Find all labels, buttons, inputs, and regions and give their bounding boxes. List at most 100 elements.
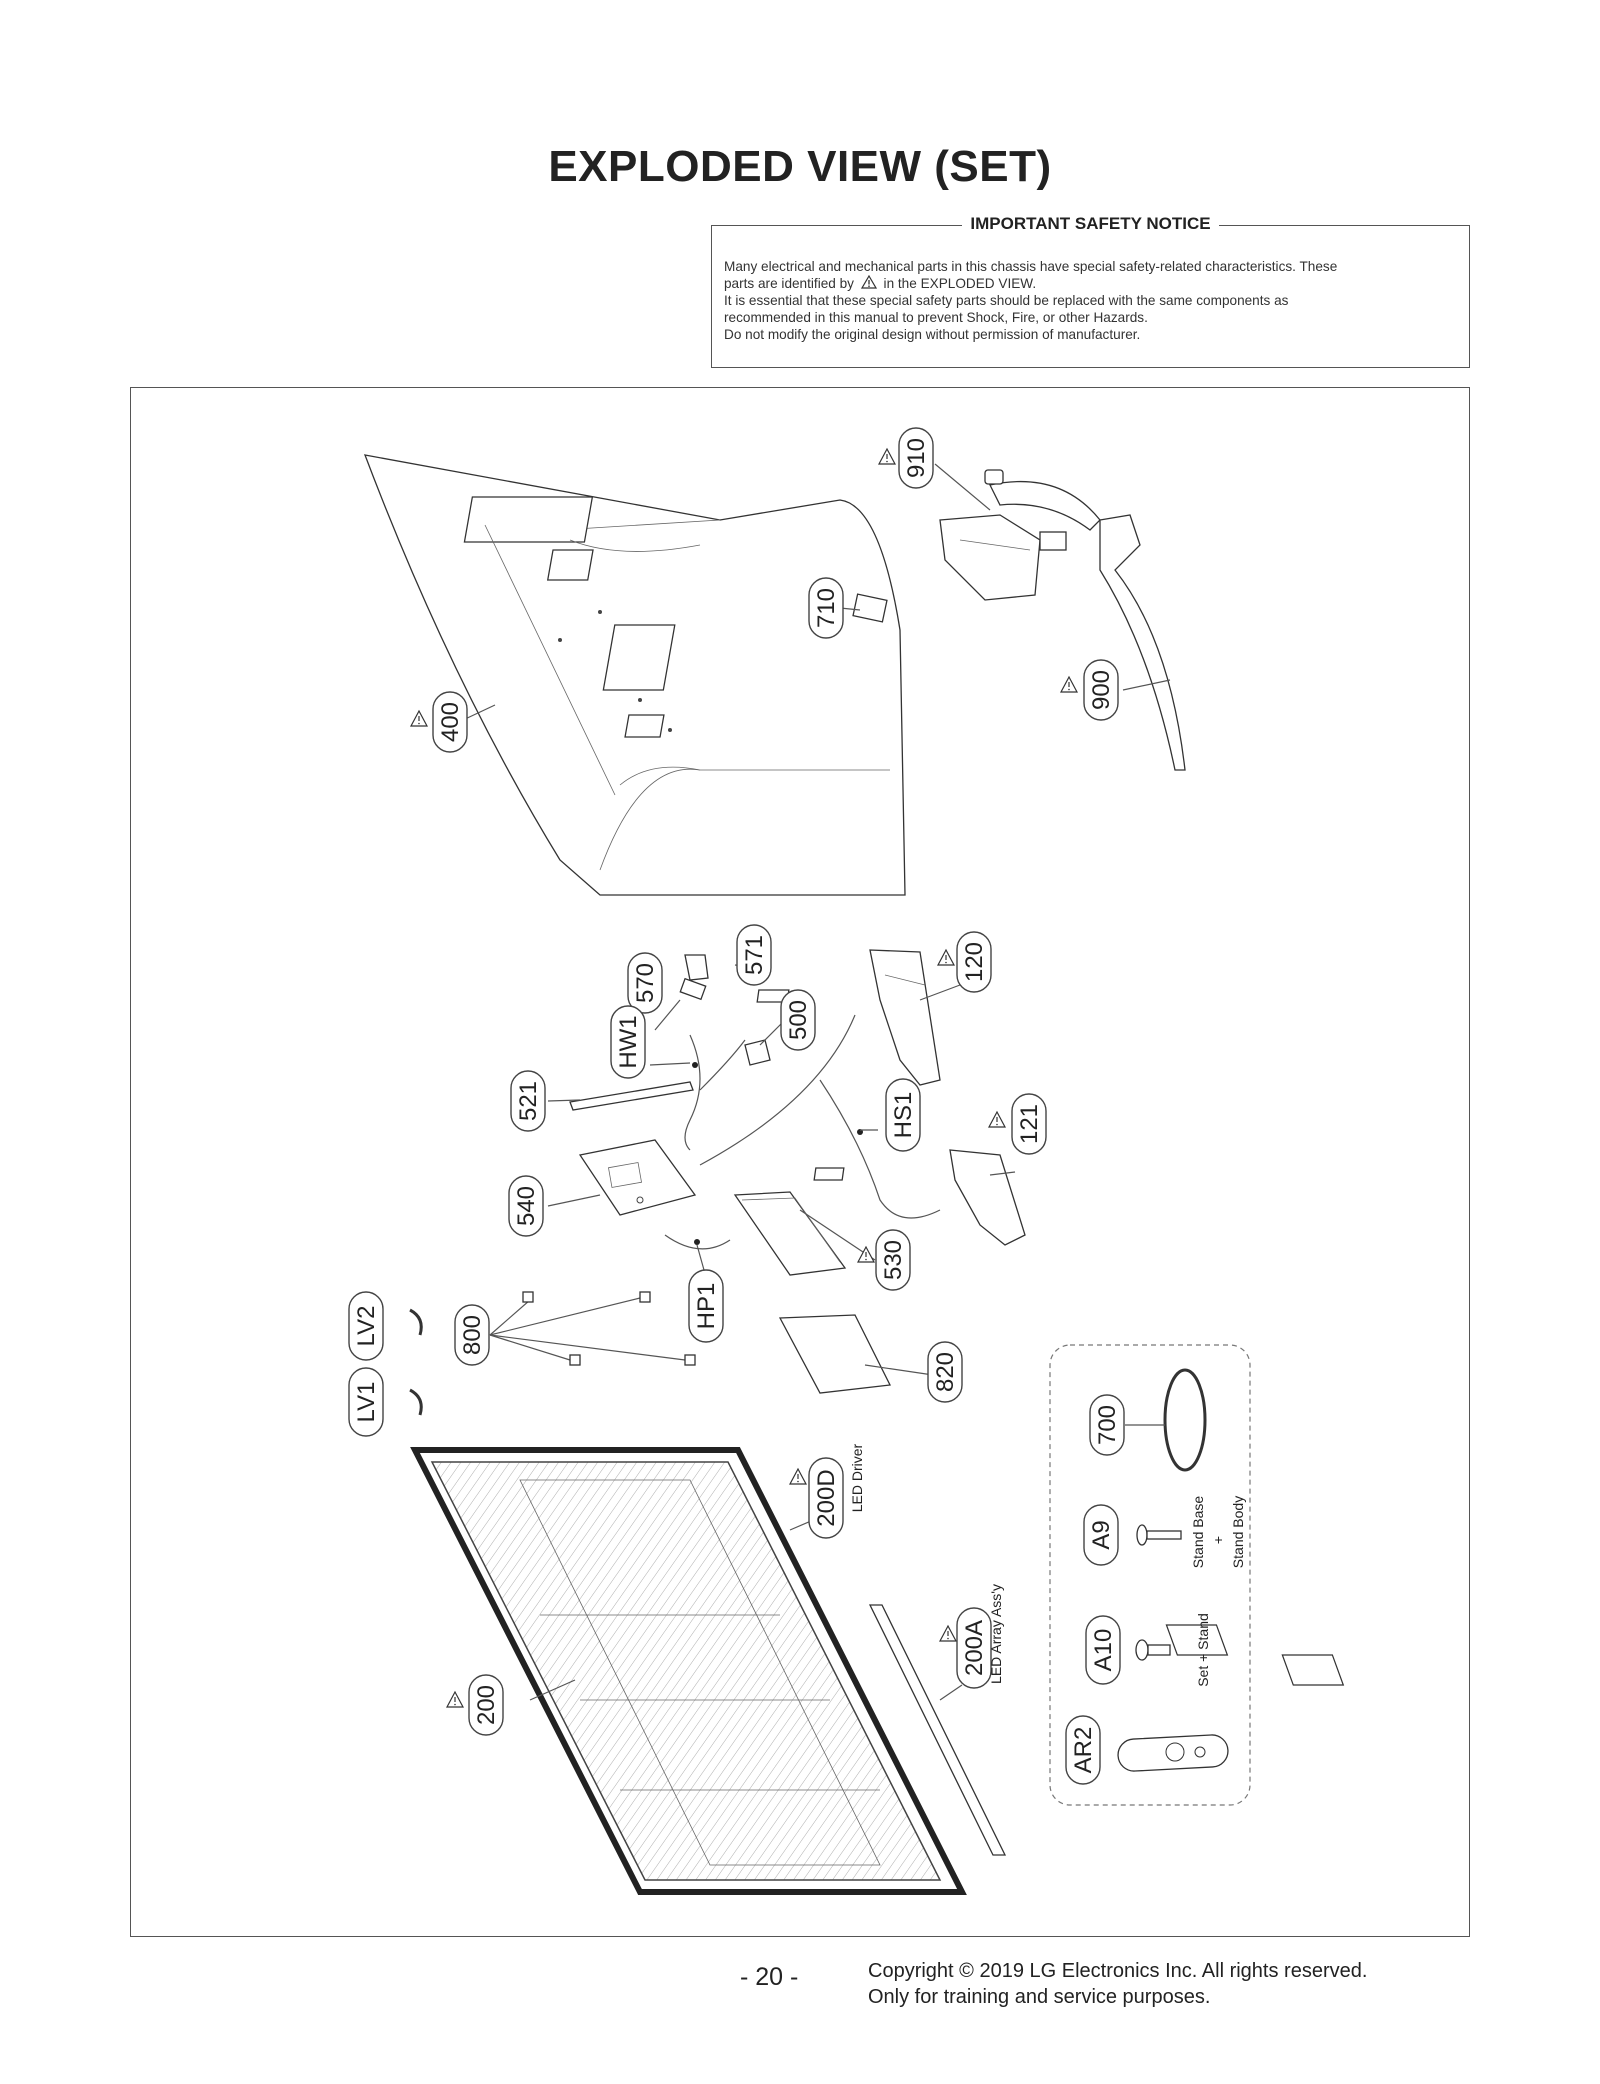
warning-triangle-icon bbox=[789, 1468, 807, 1485]
lv2-drawing bbox=[409, 1308, 423, 1336]
part-label-200a: 200A bbox=[956, 1607, 992, 1689]
warning-triangle-icon bbox=[1060, 676, 1078, 693]
svg-text:A9: A9 bbox=[1088, 1520, 1115, 1549]
svg-text:Stand Body: Stand Body bbox=[1230, 1496, 1246, 1568]
safety-notice-box: IMPORTANT SAFETY NOTICE Many electrical … bbox=[711, 214, 1470, 368]
main-board-540-drawing bbox=[578, 1139, 697, 1216]
svg-text:LED Array Ass'y: LED Array Ass'y bbox=[988, 1584, 1004, 1684]
notice-line: Many electrical and mechanical parts in … bbox=[724, 259, 1338, 274]
svg-text:710: 710 bbox=[813, 588, 840, 628]
part-label-400: 400 bbox=[432, 691, 468, 753]
part-label-120: 120 bbox=[956, 931, 992, 993]
svg-text:HS1: HS1 bbox=[890, 1092, 917, 1139]
brackets-800-drawing bbox=[489, 1291, 696, 1366]
exploded-view-frame bbox=[130, 387, 1470, 1937]
svg-text:LV1: LV1 bbox=[353, 1382, 380, 1423]
svg-text:LV2: LV2 bbox=[353, 1306, 380, 1347]
part-label-hw1: HW1 bbox=[610, 1005, 646, 1079]
svg-text:900: 900 bbox=[1088, 670, 1115, 710]
part-label-a9: A9 bbox=[1083, 1504, 1119, 1566]
lv1-drawing bbox=[409, 1388, 423, 1416]
part-label-700: 700 bbox=[1089, 1394, 1125, 1456]
safety-notice-title: IMPORTANT SAFETY NOTICE bbox=[962, 214, 1219, 233]
sheet-820-drawing bbox=[778, 1314, 891, 1394]
part-desc-stand-base: Stand Base bbox=[1190, 1496, 1206, 1569]
svg-text:A10: A10 bbox=[1090, 1629, 1117, 1672]
svg-text:Stand Base: Stand Base bbox=[1190, 1496, 1206, 1569]
svg-text:530: 530 bbox=[880, 1240, 907, 1280]
svg-text:570: 570 bbox=[632, 963, 659, 1003]
svg-text:910: 910 bbox=[903, 438, 930, 478]
part-label-910: 910 bbox=[898, 427, 934, 489]
copyright-line: Only for training and service purposes. bbox=[868, 1986, 1211, 2008]
screw-a9-drawing bbox=[1136, 1524, 1182, 1546]
part-desc-led-driver: LED Driver bbox=[849, 1443, 865, 1512]
panel-200-drawing bbox=[410, 1447, 1345, 1895]
svg-text:571: 571 bbox=[741, 935, 768, 975]
led-array-200a-drawing bbox=[868, 1604, 1007, 1856]
notice-line: parts are identified by in the EXPLODED … bbox=[724, 274, 1037, 291]
svg-text:120: 120 bbox=[961, 942, 988, 982]
remote-ar2-drawing bbox=[1117, 1734, 1229, 1772]
part-label-820: 820 bbox=[927, 1341, 963, 1403]
svg-text:200A: 200A bbox=[961, 1620, 988, 1676]
copyright-notice: Copyright © 2019 LG Electronics Inc. All… bbox=[868, 1958, 1367, 2010]
warning-triangle-icon bbox=[410, 710, 428, 727]
svg-text:HW1: HW1 bbox=[615, 1015, 642, 1068]
part-label-900: 900 bbox=[1083, 659, 1119, 721]
part-label-hp1: HP1 bbox=[688, 1269, 724, 1343]
svg-text:+: + bbox=[1210, 1536, 1226, 1544]
part-label-121: 121 bbox=[1011, 1093, 1047, 1155]
svg-text:LED Driver: LED Driver bbox=[849, 1443, 865, 1512]
leader-lines bbox=[445, 463, 1171, 1701]
part-570-drawing bbox=[679, 977, 707, 1001]
svg-text:AR2: AR2 bbox=[1070, 1727, 1097, 1774]
part-label-500: 500 bbox=[780, 989, 816, 1051]
stand-drawing bbox=[939, 469, 1186, 771]
part-label-521: 521 bbox=[510, 1070, 546, 1132]
warning-triangle-icon bbox=[878, 448, 896, 465]
warning-triangle-icon bbox=[446, 1691, 464, 1708]
back-cover-drawing bbox=[363, 454, 906, 896]
part-desc-set-stand: Set + Stand bbox=[1195, 1613, 1211, 1687]
svg-text:Set + Stand: Set + Stand bbox=[1195, 1613, 1211, 1687]
svg-text:820: 820 bbox=[932, 1352, 959, 1392]
speaker-121-drawing bbox=[813, 1149, 1026, 1246]
svg-text:121: 121 bbox=[1016, 1104, 1043, 1144]
speaker-120-drawing bbox=[756, 949, 941, 1086]
svg-text:540: 540 bbox=[513, 1186, 540, 1226]
page-number: - 20 - bbox=[740, 1963, 799, 1991]
part-label-800: 800 bbox=[454, 1304, 490, 1366]
svg-text:700: 700 bbox=[1094, 1405, 1121, 1445]
svg-text:521: 521 bbox=[515, 1081, 542, 1121]
svg-text:800: 800 bbox=[459, 1315, 486, 1355]
svg-text:500: 500 bbox=[785, 1000, 812, 1040]
notice-line: recommended in this manual to prevent Sh… bbox=[724, 310, 1148, 325]
safety-notice-body: Many electrical and mechanical parts in … bbox=[724, 258, 1457, 343]
cable-700-drawing bbox=[1163, 1368, 1207, 1472]
svg-text:200: 200 bbox=[473, 1685, 500, 1725]
warning-triangle-icon bbox=[860, 274, 877, 289]
notice-line: Do not modify the original design withou… bbox=[724, 327, 1141, 342]
warning-triangle-icon bbox=[939, 1625, 957, 1642]
accessories-box bbox=[1049, 1344, 1251, 1806]
part-label-571: 571 bbox=[736, 924, 772, 986]
part-label-530: 530 bbox=[875, 1229, 911, 1291]
part-label-ar2: AR2 bbox=[1065, 1715, 1101, 1785]
screw-a10-drawing bbox=[1135, 1639, 1171, 1661]
part-label-200: 200 bbox=[468, 1674, 504, 1736]
warning-triangle-icon bbox=[937, 949, 955, 966]
part-desc-plus: + bbox=[1210, 1536, 1226, 1544]
notice-line: It is essential that these special safet… bbox=[724, 293, 1289, 308]
copyright-line: Copyright © 2019 LG Electronics Inc. All… bbox=[868, 1960, 1368, 1982]
page-title: EXPLODED VIEW (SET) bbox=[548, 142, 1052, 191]
part-571-drawing bbox=[684, 954, 709, 981]
bracket-710-drawing bbox=[852, 593, 888, 623]
warning-triangle-icon bbox=[988, 1111, 1006, 1128]
part-label-540: 540 bbox=[508, 1175, 544, 1237]
part-desc-stand-body: Stand Body bbox=[1230, 1496, 1246, 1568]
part-label-710: 710 bbox=[808, 577, 844, 639]
cables-drawing bbox=[664, 1014, 941, 1250]
part-521-drawing bbox=[569, 1081, 694, 1111]
